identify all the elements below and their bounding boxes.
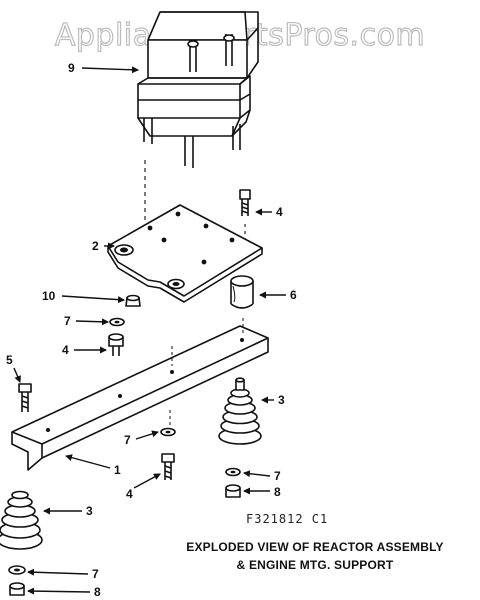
callout-6: 6	[290, 288, 297, 302]
callout-7-center: 7	[124, 433, 131, 447]
caption-line-1: EXPLODED VIEW OF REACTOR ASSEMBLY	[186, 540, 444, 554]
callout-8-right: 8	[274, 485, 281, 499]
callout-7-right: 7	[274, 469, 281, 483]
bolt-top	[240, 190, 250, 242]
engine-support-rail	[12, 318, 268, 470]
callout-2: 2	[92, 239, 99, 253]
callout-4-left: 4	[62, 343, 69, 357]
mounting-plate	[108, 205, 262, 302]
callout-8-bottom: 8	[94, 585, 101, 599]
caption-line-2: & ENGINE MTG. SUPPORT	[236, 558, 394, 572]
callout-3-left: 3	[86, 504, 93, 518]
callout-5: 5	[6, 353, 13, 367]
spring-left	[0, 492, 42, 550]
left-hardware-stack	[109, 296, 140, 357]
bolt-5	[19, 384, 31, 412]
reactor-assembly	[138, 12, 258, 220]
leader-arrows	[14, 66, 286, 595]
callout-1: 1	[114, 463, 121, 477]
callout-9: 9	[68, 61, 75, 75]
callout-7-bottom: 7	[92, 567, 99, 581]
callout-3-right: 3	[278, 393, 285, 407]
figure-code: F321812 C1	[246, 512, 329, 526]
callout-4-bottom: 4	[126, 487, 133, 501]
spring-right	[219, 378, 261, 444]
callout-10: 10	[42, 289, 56, 303]
right-lower-hardware	[226, 469, 240, 498]
bottom-left-hardware	[9, 566, 25, 595]
center-lower-hardware	[161, 429, 175, 481]
callout-4-top: 4	[276, 205, 283, 219]
callout-7-left: 7	[64, 314, 71, 328]
spacer	[231, 276, 253, 308]
